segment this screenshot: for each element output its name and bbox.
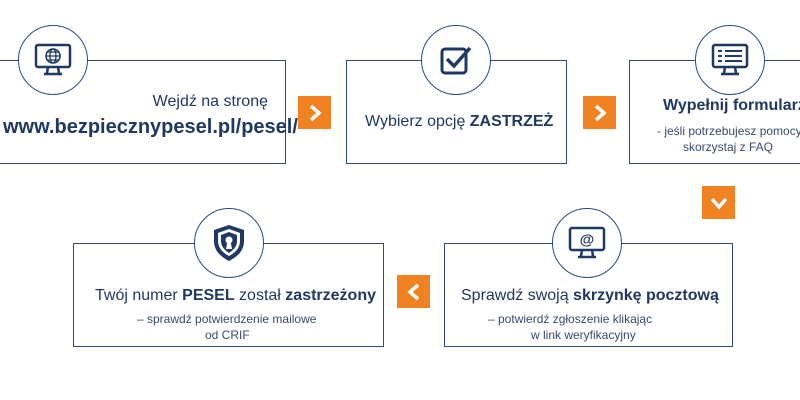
step-1-icon-circle [18,25,88,95]
shield-lock-icon [214,225,244,261]
step-1-text: Wejdź na stronę [152,93,268,110]
step-5-sub-line-2: od CRIF [205,328,250,342]
chevron-right-icon [309,104,322,121]
globe-monitor-icon [34,43,72,76]
step-2-text-bold: ZASTRZEŻ [469,113,554,130]
step-3-icon-circle [695,25,765,95]
step-4-sub-line-2: w link weryfikacyjny [531,328,636,342]
step-5-text-a: Twój numer [95,287,183,304]
email-monitor-icon: @ [568,226,606,259]
step-1-url[interactable]: www.bezpiecznypesel.pl/pesel/ [3,116,298,138]
step-3-sub-line-1: - jeśli potrzebujesz pomocy [657,124,800,138]
step-5-icon-circle [194,208,264,278]
arrow-1-2 [298,96,331,129]
chevron-left-icon [406,283,419,300]
step-5-sub-line-1: – sprawdź potwierdzenie mailowe [137,312,317,326]
step-5-text: Twój numer PESEL został zastrzeżony [95,287,376,305]
step-3-title: Wypełnij formularz [663,97,800,114]
step-5-text-d: zastrzeżony [285,287,376,304]
step-4-text-before: Sprawdź swoją [461,287,574,304]
step-3-sub-line-2: skorzystaj z FAQ [683,140,774,154]
arrow-3-4 [702,186,735,219]
step-2-text-before: Wybierz opcję [365,113,470,130]
chevron-right-icon [594,104,607,121]
step-4-sub-line-1: – potwierdź zgłoszenie klikając [488,312,653,326]
arrow-4-5 [397,275,430,308]
chevron-down-icon [710,197,727,210]
arrow-2-3 [583,96,616,129]
step-2-icon-circle [421,25,491,95]
svg-text:@: @ [580,232,595,249]
step-5-text-c: został [234,287,286,304]
step-4-icon-circle: @ [552,208,622,278]
step-5-text-b: PESEL [182,287,235,304]
step-4-text: Sprawdź swoją skrzynkę pocztową [461,287,719,305]
form-monitor-icon [711,43,749,76]
checkbox-icon [440,46,472,75]
step-4-text-bold: skrzynkę pocztową [573,287,719,304]
step-2-text: Wybierz opcję ZASTRZEŻ [365,113,553,131]
